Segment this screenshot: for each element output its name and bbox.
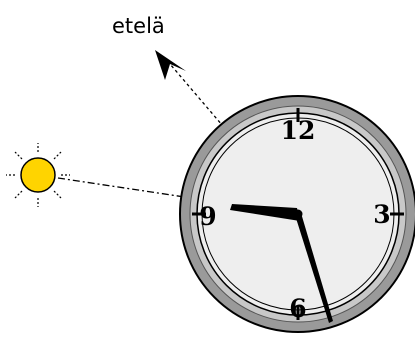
sun-direction-line	[57, 177, 299, 215]
south-arrowhead	[155, 50, 186, 80]
minute-hand	[295, 213, 333, 323]
south-direction-label: etelä	[112, 14, 165, 38]
clock-tick-marks	[192, 108, 404, 320]
numeral-9: 9	[199, 202, 216, 231]
numeral-6: 6	[289, 294, 306, 323]
numeral-12: 12	[281, 116, 316, 145]
numeral-3: 3	[373, 200, 390, 229]
sun-icon	[6, 143, 70, 207]
clock: 12 3 6 9	[179, 95, 415, 333]
hour-hand	[230, 204, 300, 221]
clock-center-pin	[293, 209, 303, 219]
